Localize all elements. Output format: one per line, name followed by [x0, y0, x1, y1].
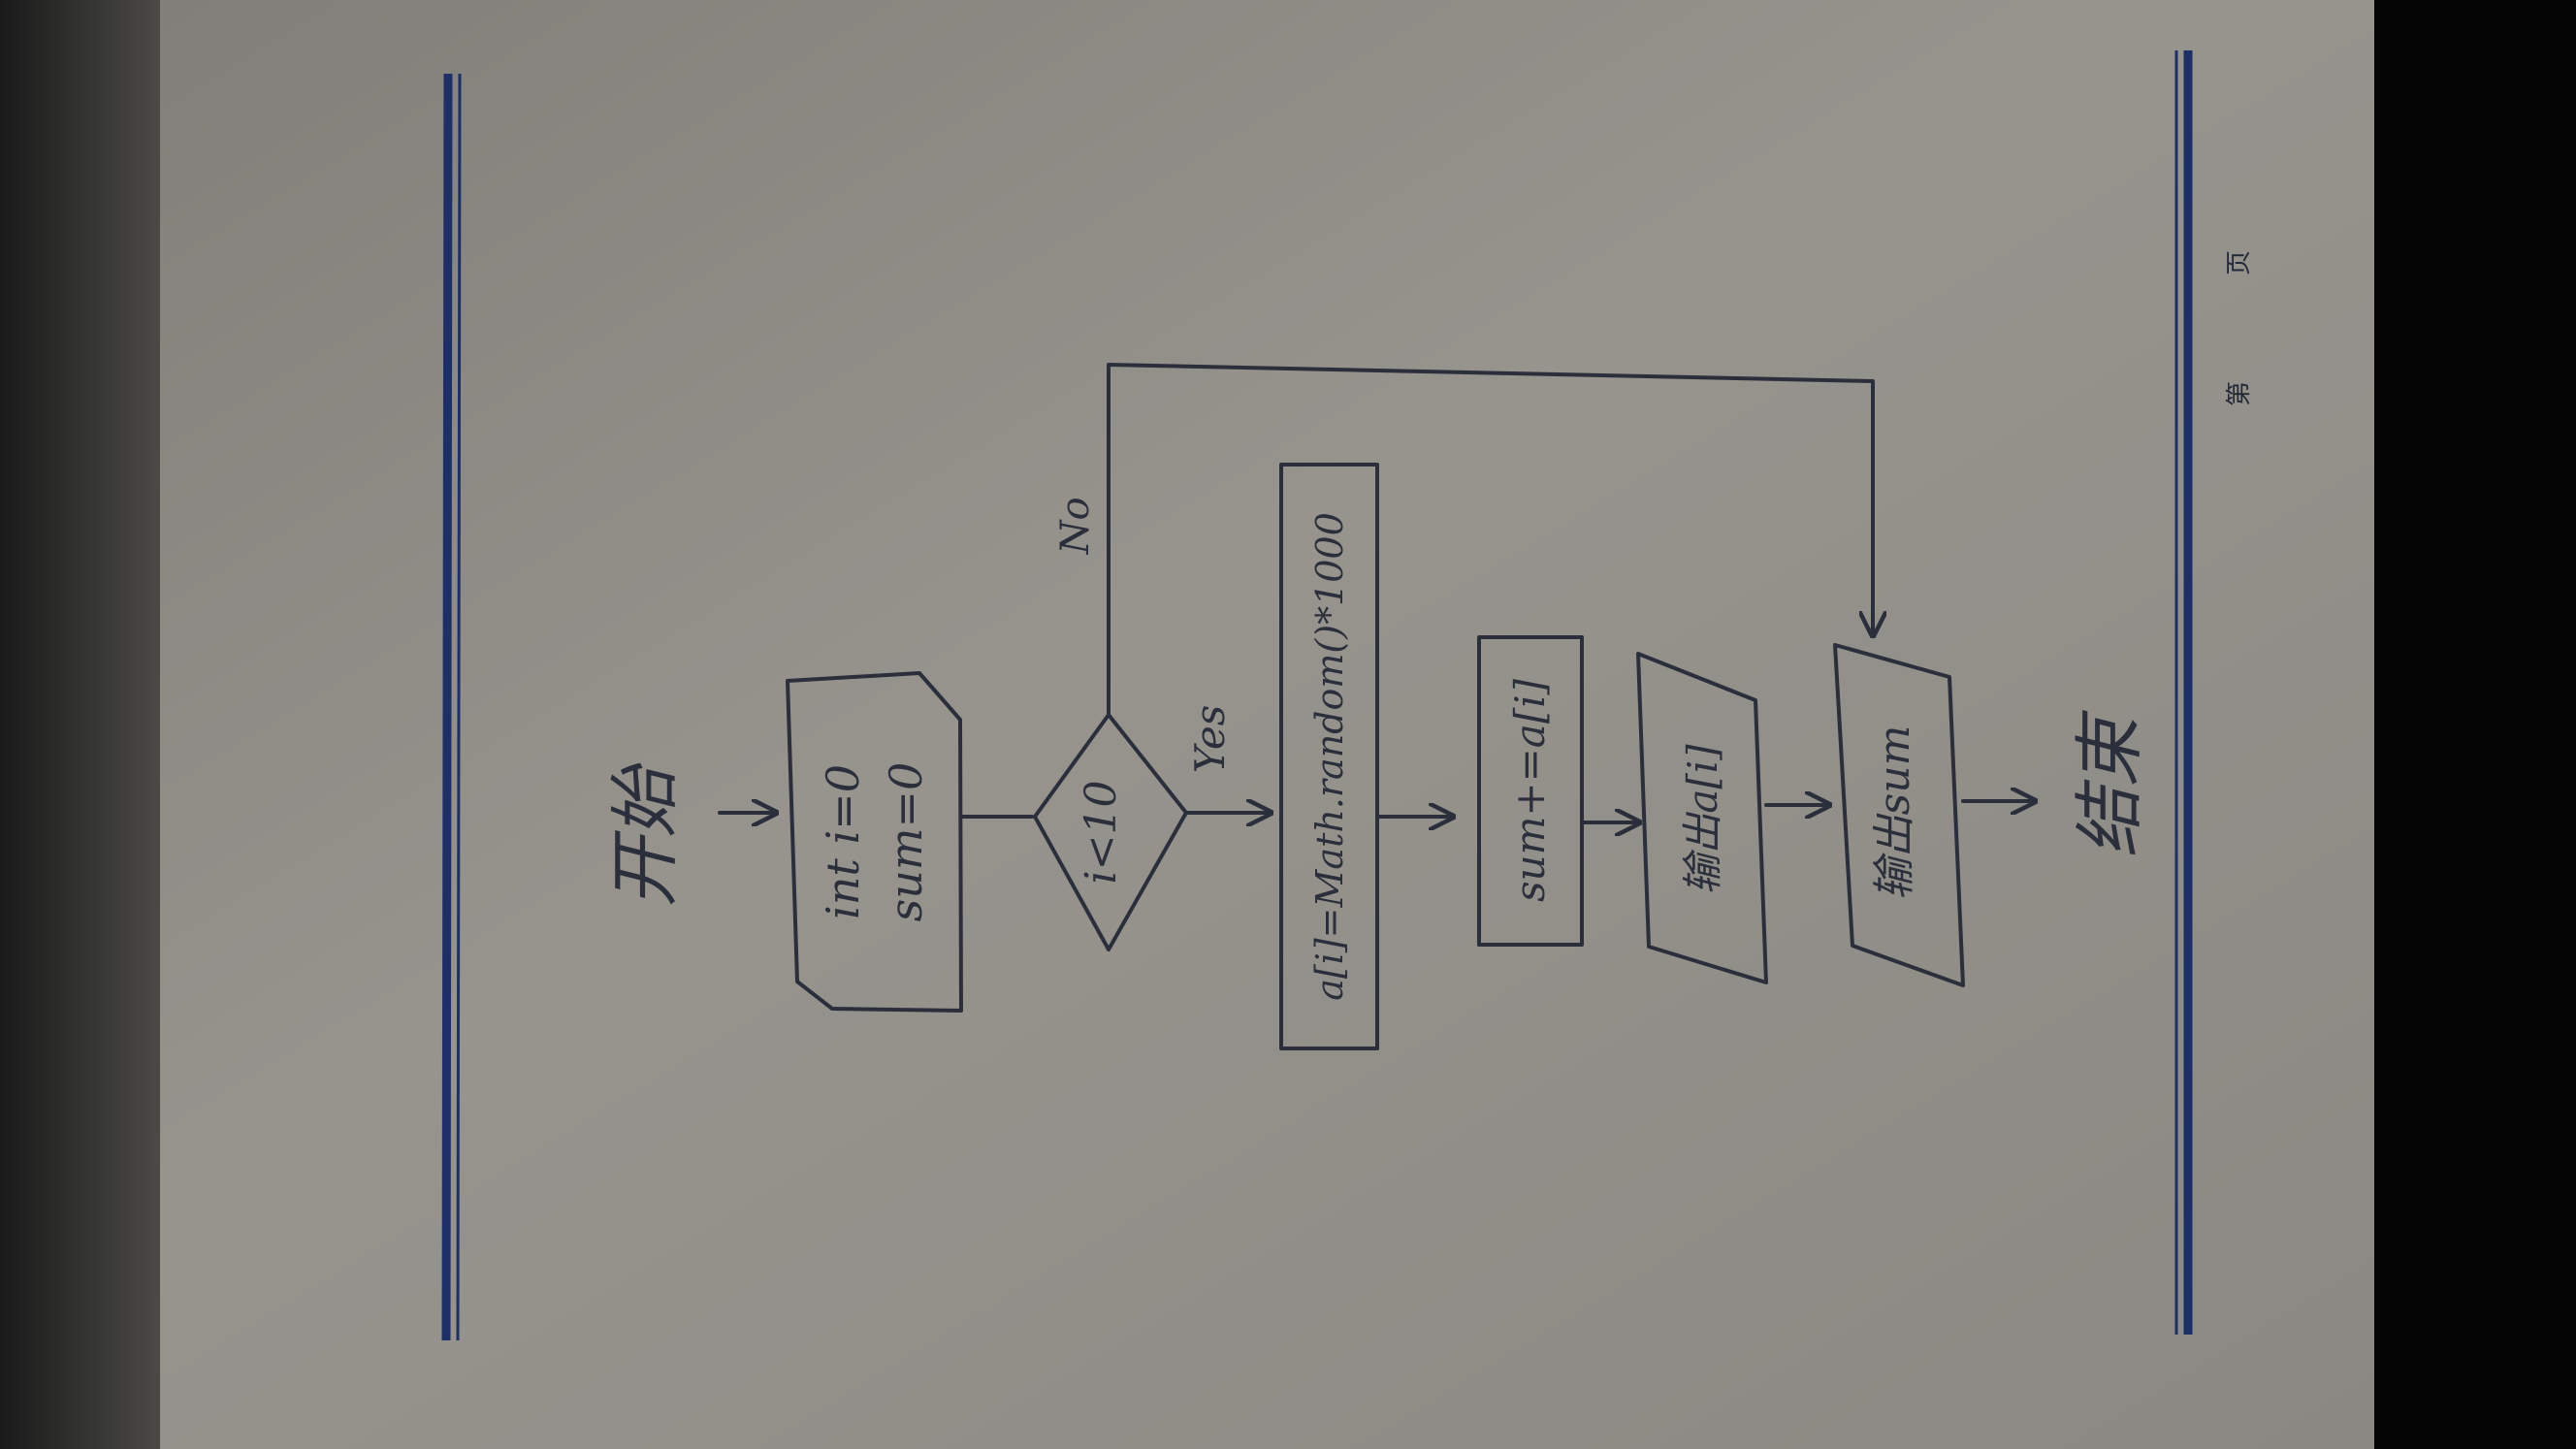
page-label-di: 第: [2225, 381, 2254, 406]
accumulate-box: [1477, 635, 1584, 947]
init-text-line1: int i=0: [817, 764, 869, 919]
start-label: 开始: [604, 762, 686, 908]
paper-sheet: [0, 0, 2374, 1449]
output-item-text: 输出a[i]: [1679, 744, 1726, 895]
output-item-box: [1636, 652, 1768, 984]
page-label-ye: 页: [2225, 250, 2254, 275]
left-page-rule: [441, 73, 462, 1341]
yes-label: Yes: [1186, 705, 1234, 774]
right-background: [2374, 0, 2576, 1449]
output-sum-box: [1833, 643, 1965, 987]
init-text-line2: sum=0: [880, 762, 932, 922]
no-label: No: [1053, 497, 1098, 555]
no-branch-line: [1107, 363, 1873, 717]
accumulate-text: sum+=a[i]: [1506, 678, 1554, 902]
end-label: 结束: [2069, 710, 2150, 857]
init-box: [786, 671, 963, 1013]
assign-text: a[i]=Math.random()*1000: [1308, 512, 1351, 1001]
condition-text: i<10: [1077, 781, 1126, 885]
right-page-rule: [2174, 50, 2193, 1335]
output-sum-text: 输出sum: [1870, 725, 1919, 901]
assign-box: [1279, 463, 1379, 1050]
left-shadow: [0, 0, 160, 1449]
